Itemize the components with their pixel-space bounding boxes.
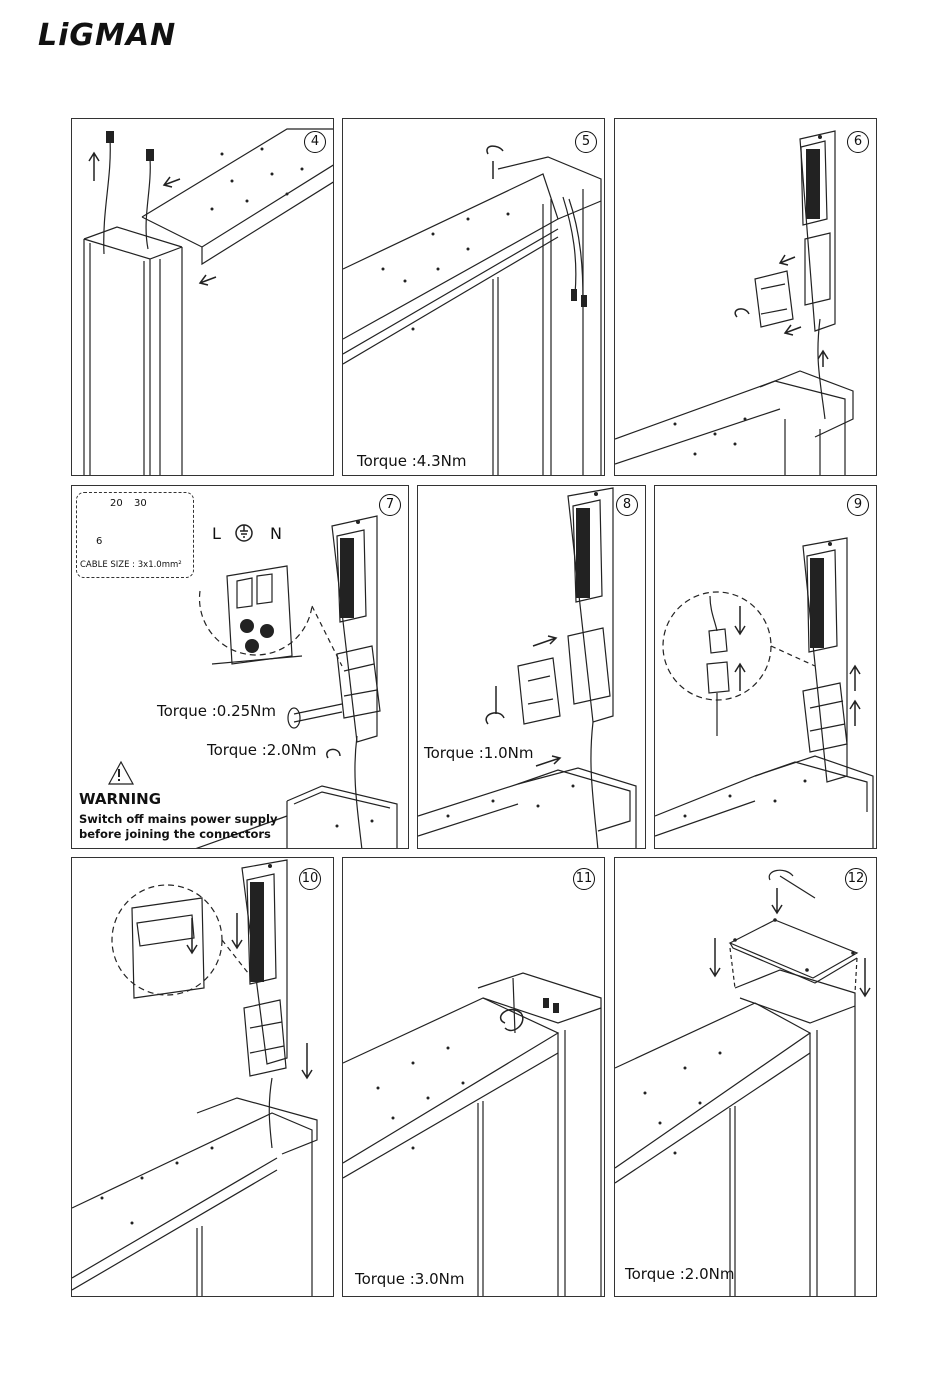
step-4-panel: 4: [71, 118, 334, 476]
warning-line-2: before joining the connectors: [79, 827, 271, 842]
step-number: 7: [379, 494, 401, 516]
step-9-illustration: [655, 486, 877, 849]
step-12-illustration: [615, 858, 877, 1297]
strip-length-a: 20: [110, 498, 123, 509]
step-10-panel: 10: [71, 857, 334, 1297]
step-8-illustration: [418, 486, 646, 849]
step-number: 10: [299, 868, 321, 890]
cable-size-label: CABLE SIZE : 3x1.0mm²: [80, 560, 182, 570]
wire-label-live: L: [212, 524, 221, 543]
step-7-panel: 20 30 6 CABLE SIZE : 3x1.0mm² L N 7 Torq…: [71, 485, 409, 849]
step-number: 6: [847, 131, 869, 153]
step-5-illustration: [343, 119, 605, 476]
warning-line-1: Switch off mains power supply: [79, 812, 277, 827]
step-number: 8: [616, 494, 638, 516]
step-6-panel: 6: [614, 118, 877, 476]
step-9-panel: 9: [654, 485, 877, 849]
torque-gland-label: Torque :2.0Nm: [207, 741, 316, 759]
strip-length-c: 6: [96, 536, 102, 547]
step-number: 11: [573, 868, 595, 890]
strip-length-b: 30: [134, 498, 147, 509]
step-5-panel: 5 Torque :4.3Nm: [342, 118, 605, 476]
torque-label: Torque :1.0Nm: [424, 744, 533, 762]
step-number: 4: [304, 131, 326, 153]
step-12-panel: 12 Torque :2.0Nm: [614, 857, 877, 1297]
torque-terminal-label: Torque :0.25Nm: [157, 702, 276, 720]
step-11-panel: 11 Torque :3.0Nm: [342, 857, 605, 1297]
warning-title: WARNING: [79, 790, 161, 808]
brand-logo: LiGMAN: [38, 18, 176, 53]
wire-label-neutral: N: [270, 524, 282, 543]
step-11-illustration: [343, 858, 605, 1297]
torque-label: Torque :4.3Nm: [357, 452, 466, 470]
step-10-illustration: [72, 858, 334, 1297]
step-4-illustration: [72, 119, 334, 476]
step-number: 5: [575, 131, 597, 153]
torque-label: Torque :2.0Nm: [625, 1265, 734, 1283]
step-6-illustration: [615, 119, 877, 476]
torque-label: Torque :3.0Nm: [355, 1270, 464, 1288]
step-8-panel: 8 Torque :1.0Nm: [417, 485, 646, 849]
step-number: 9: [847, 494, 869, 516]
step-number: 12: [845, 868, 867, 890]
